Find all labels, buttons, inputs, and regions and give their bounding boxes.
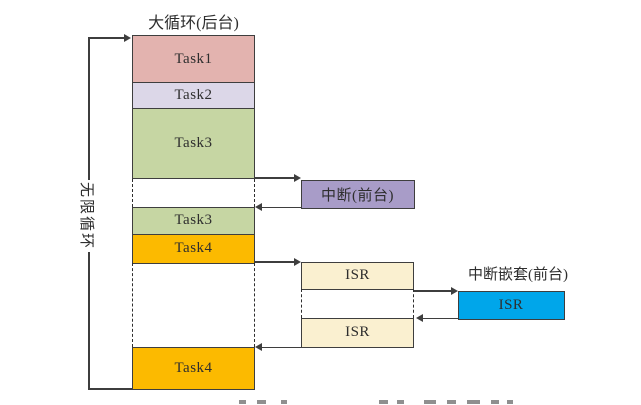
- arrow-isr1-to-nested: [414, 290, 451, 292]
- isr1-box: ISR: [301, 261, 414, 290]
- arrow-interrupt-return-head-icon: [255, 203, 262, 211]
- task3-label: Task3: [174, 135, 213, 151]
- background-loop-title: 大循环(后台): [148, 15, 239, 32]
- arrow-task4-to-isr1-head-icon: [293, 257, 301, 266]
- gap1-right-dashed-line: [253, 179, 255, 207]
- loop-top-line: [88, 37, 125, 39]
- task2-box: Task2: [132, 81, 255, 110]
- gap1-left-dashed-line: [132, 179, 133, 207]
- isr1-label: ISR: [345, 267, 370, 283]
- task4-resume-label: Task4: [174, 359, 213, 376]
- isr-gap-left-dashed-line: [301, 289, 302, 318]
- interrupt-label: 中断(前台): [321, 187, 394, 204]
- task4-label: Task4: [174, 240, 213, 256]
- arrow-task3-to-interrupt: [255, 177, 294, 179]
- arrow-nested-return: [423, 317, 458, 319]
- task2-label: Task2: [174, 87, 213, 103]
- task1-box: Task1: [132, 35, 255, 83]
- nested-isr-label: ISR: [498, 296, 524, 313]
- nested-isr-box: ISR: [457, 290, 565, 320]
- task4-box: Task4: [132, 233, 255, 264]
- loop-bottom-line: [88, 388, 133, 390]
- arrow-isr2-return-head-icon: [255, 343, 262, 351]
- gap2-left-dashed-line: [132, 263, 133, 347]
- infinite-loop-label: 无限循环: [56, 180, 120, 252]
- arrow-task4-to-isr1: [255, 261, 294, 263]
- task3-box: Task3: [132, 108, 255, 179]
- arrow-isr2-return: [262, 346, 301, 348]
- arrow-nested-return-head-icon: [416, 314, 423, 322]
- task3-resume-label: Task3: [174, 212, 213, 228]
- task4-resume-box: Task4: [132, 346, 255, 390]
- loop-top-arrowhead-icon: [124, 33, 131, 42]
- task1-label: Task1: [174, 50, 213, 67]
- gap2-right-dashed-line: [253, 263, 255, 347]
- arrow-isr1-to-nested-head-icon: [450, 286, 458, 295]
- isr2-label: ISR: [345, 324, 370, 340]
- task3-resume-box: Task3: [132, 206, 255, 235]
- nested-interrupt-title: 中断嵌套(前台): [468, 267, 568, 283]
- isr2-box: ISR: [301, 317, 414, 348]
- arrow-interrupt-return: [262, 206, 301, 208]
- arrow-task3-to-interrupt-head-icon: [293, 173, 301, 182]
- isr-gap-right-dashed-line: [412, 289, 414, 318]
- interrupt-box: 中断(前台): [300, 179, 415, 209]
